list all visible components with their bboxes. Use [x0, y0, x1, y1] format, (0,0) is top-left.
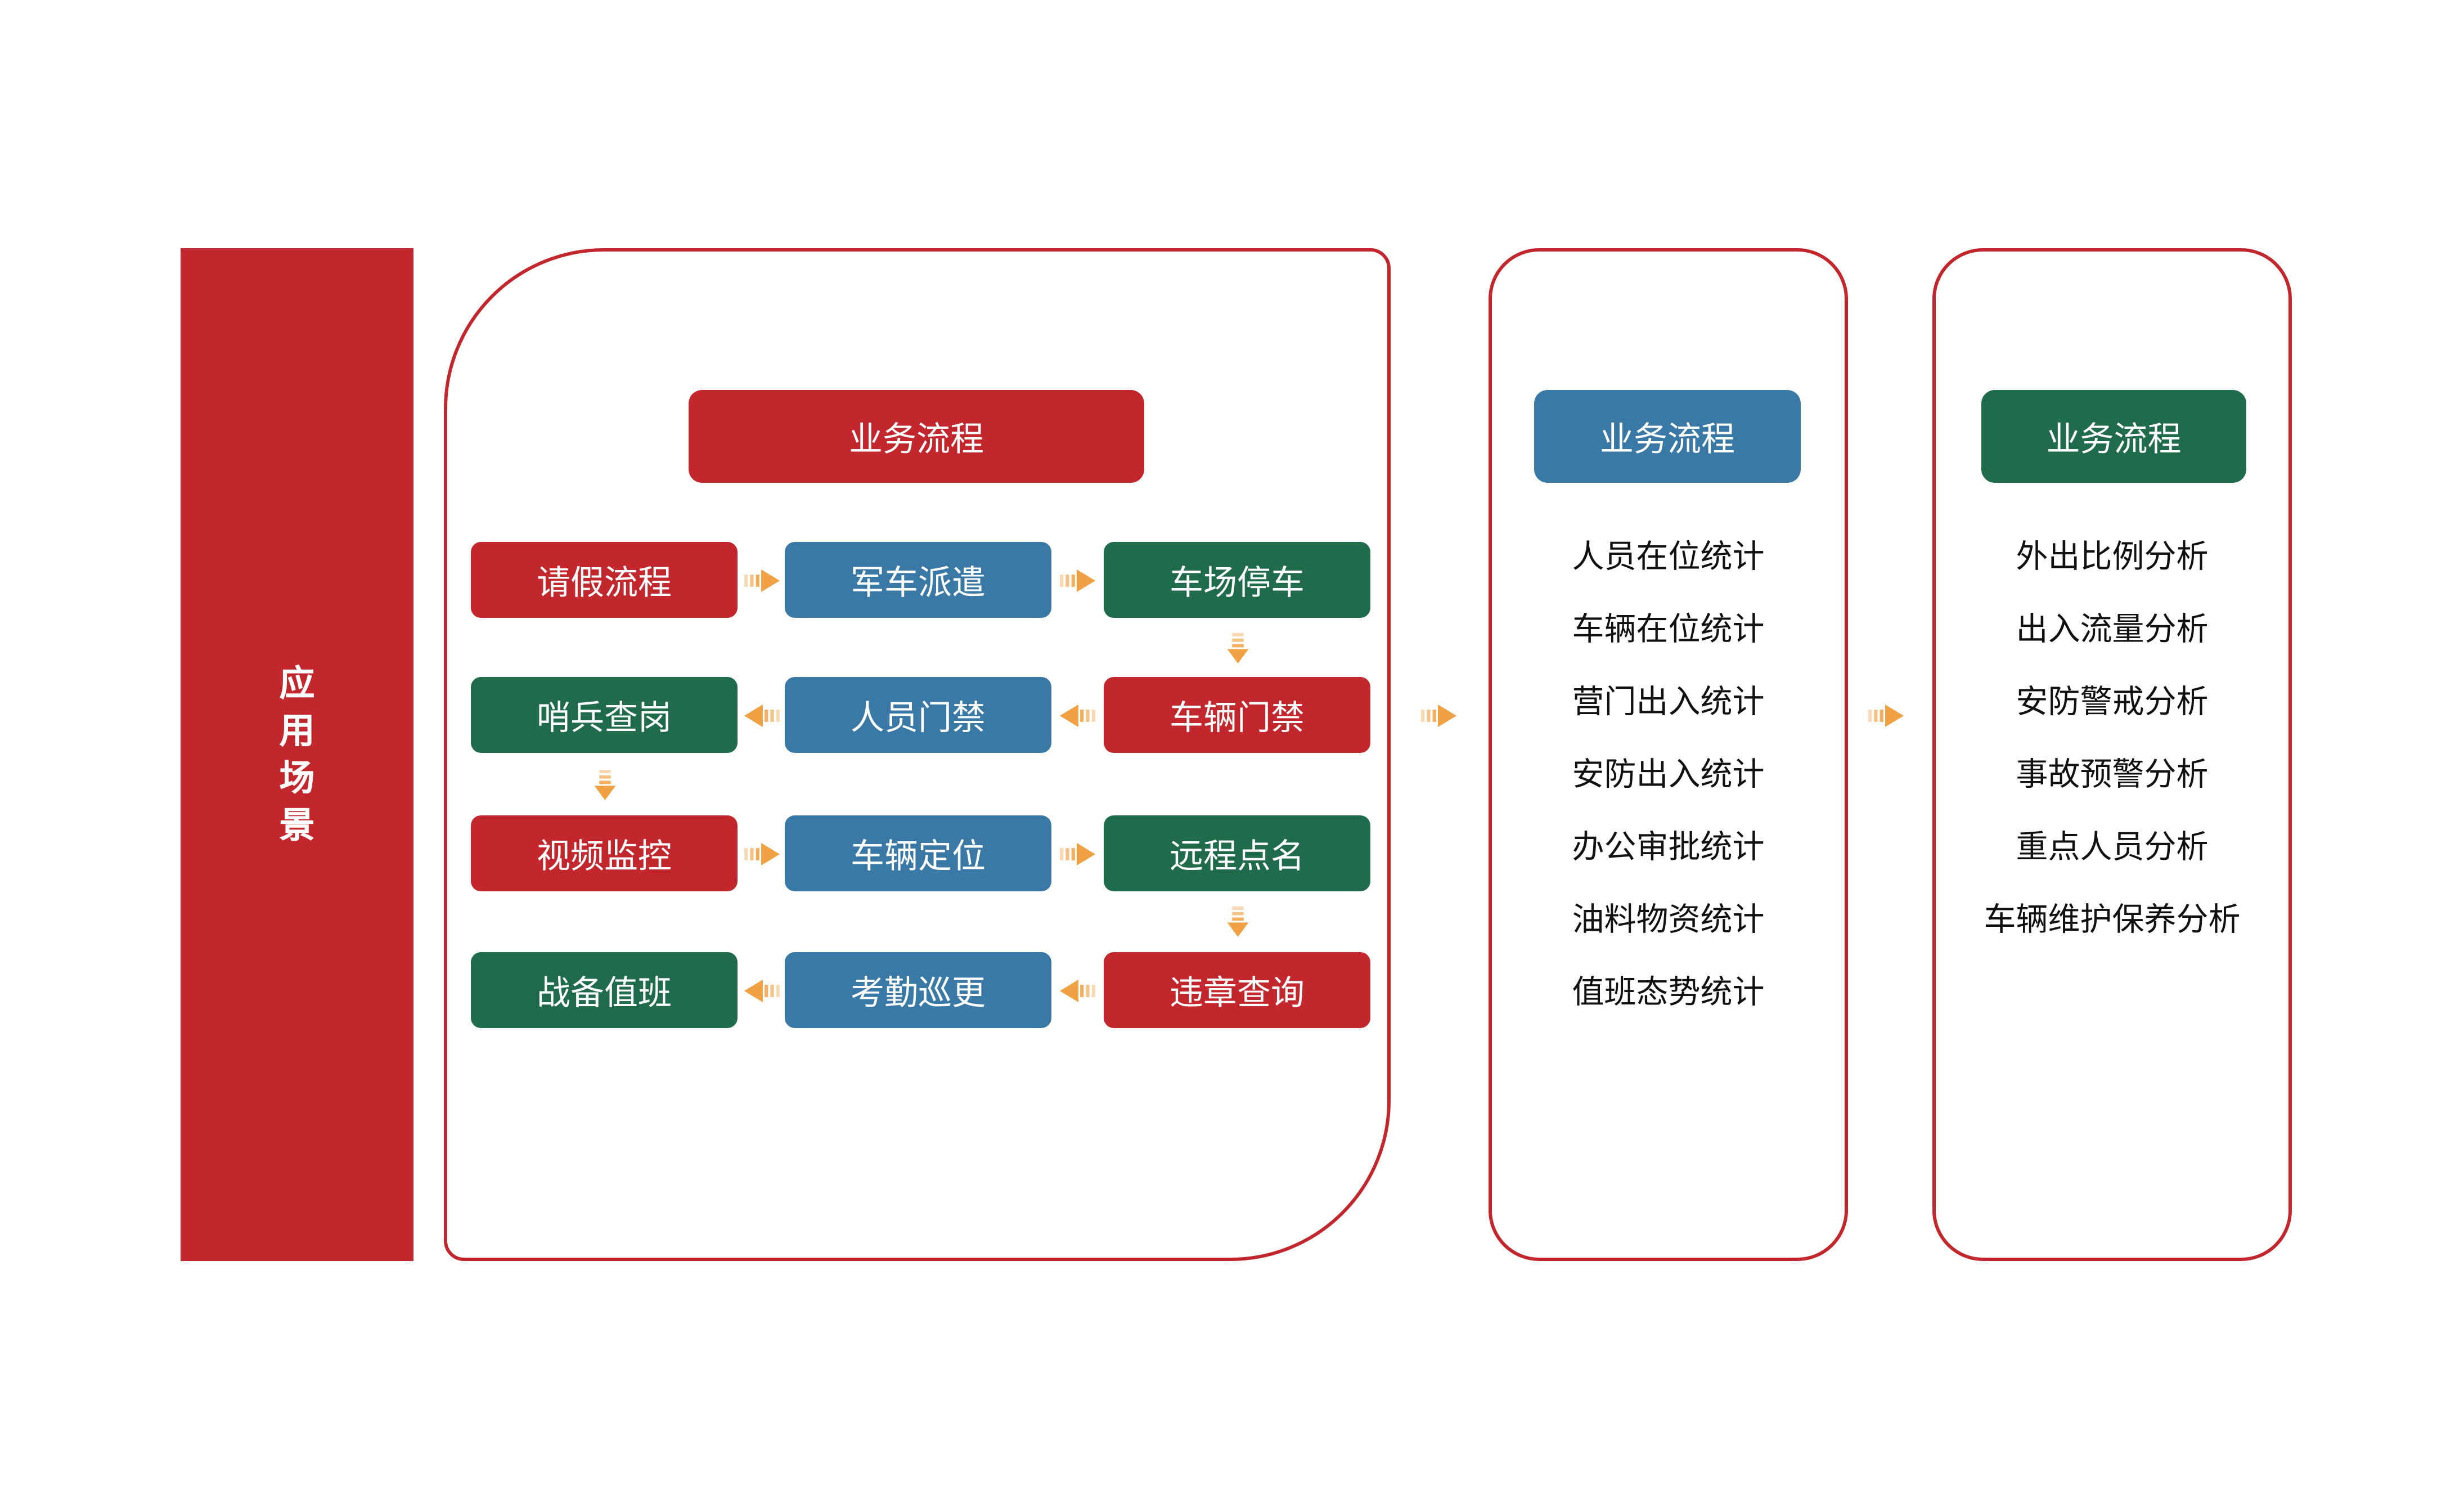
list-item: 油料物资统计: [1572, 903, 1765, 939]
stats-list: 人员在位统计 车辆在位统计 营门出入统计 安防出入统计 办公审批统计 油料物资统…: [1492, 518, 1845, 1026]
arrow-left-icon: [1060, 704, 1095, 728]
panel-connector-arrow-icon: [1868, 704, 1904, 728]
list-item: 安防出入统计: [1572, 758, 1765, 793]
panel-business-flow: 业务流程 请假流程 军车派遣 车场停车 哨兵查岗 人员门禁 车辆门禁 视频监控 …: [444, 248, 1391, 1261]
arrow-down-icon: [594, 770, 616, 800]
stats-panel-header: 业务流程: [1534, 390, 1801, 483]
panel-connector-arrow-icon: [1421, 704, 1456, 728]
panel-statistics: 业务流程 人员在位统计 车辆在位统计 营门出入统计 安防出入统计 办公审批统计 …: [1489, 248, 1848, 1261]
list-item: 重点人员分析: [2016, 831, 2209, 866]
list-item: 人员在位统计: [1572, 540, 1765, 576]
analysis-list: 外出比例分析 出入流量分析 安防警戒分析 事故预警分析 重点人员分析 车辆维护保…: [1936, 518, 2288, 954]
flow-box-video-surveillance: 视频监控: [471, 815, 738, 891]
flow-box-military-vehicle-dispatch: 军车派遣: [785, 542, 1051, 618]
arrow-right-icon: [1060, 569, 1095, 593]
list-item: 出入流量分析: [2016, 613, 2209, 648]
list-item: 事故预警分析: [2016, 758, 2209, 793]
sidebar-char: 场: [279, 759, 315, 798]
flow-box-leave-request: 请假流程: [471, 542, 738, 618]
sidebar-char: 用: [279, 711, 315, 751]
list-item: 营门出入统计: [1572, 685, 1765, 721]
arrow-right-icon: [1060, 842, 1095, 866]
list-item: 车辆在位统计: [1572, 613, 1765, 648]
flow-box-remote-roll-call: 远程点名: [1104, 815, 1370, 891]
flow-box-violation-query: 违章查询: [1104, 952, 1370, 1028]
flow-box-personnel-access: 人员门禁: [785, 677, 1051, 753]
arrow-left-icon: [744, 704, 780, 728]
list-item: 车辆维护保养分析: [1984, 903, 2241, 939]
flow-box-depot-parking: 车场停车: [1104, 542, 1370, 618]
arrow-left-icon: [1060, 979, 1095, 1003]
panel-analysis: 业务流程 外出比例分析 出入流量分析 安防警戒分析 事故预警分析 重点人员分析 …: [1932, 248, 2292, 1261]
flow-box-sentry-inspection: 哨兵查岗: [471, 677, 738, 753]
sidebar-application-scenarios: 应 用 场 景: [181, 248, 413, 1261]
arrow-left-icon: [744, 979, 780, 1003]
list-item: 值班态势统计: [1572, 976, 1765, 1011]
main-panel-header: 业务流程: [689, 390, 1144, 483]
flow-box-vehicle-positioning: 车辆定位: [785, 815, 1051, 891]
list-item: 外出比例分析: [2016, 540, 2209, 576]
sidebar-char: 应: [279, 664, 315, 703]
arrow-right-icon: [744, 842, 780, 866]
flow-box-vehicle-access: 车辆门禁: [1104, 677, 1370, 753]
arrow-down-icon: [1227, 907, 1249, 937]
analysis-panel-header: 业务流程: [1981, 390, 2246, 483]
flow-box-attendance-patrol: 考勤巡更: [785, 952, 1051, 1028]
flow-box-combat-readiness-duty: 战备值班: [471, 952, 738, 1028]
arrow-down-icon: [1227, 633, 1249, 663]
sidebar-char: 景: [279, 806, 315, 845]
list-item: 办公审批统计: [1572, 831, 1765, 866]
arrow-right-icon: [744, 569, 780, 593]
list-item: 安防警戒分析: [2016, 685, 2209, 721]
